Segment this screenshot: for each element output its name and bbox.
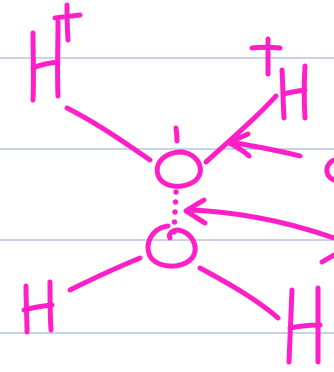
- center-oxygen: [154, 125, 203, 189]
- plus-charge: [249, 36, 283, 77]
- top-right-hydrogen: [249, 36, 308, 121]
- bottom-left-hydrogen: [21, 279, 55, 335]
- h-letter: [30, 19, 61, 103]
- hydrogen-bond: [171, 189, 179, 235]
- bottom-right-hydrogen: [286, 285, 323, 365]
- h-letter: [279, 63, 308, 121]
- minus-charge: [173, 125, 180, 144]
- arrow-head: [183, 197, 208, 226]
- o-letter: [154, 149, 203, 189]
- top-left-hydrogen: [30, 2, 83, 103]
- bond-line: [203, 93, 279, 165]
- bond-line: [67, 255, 143, 293]
- bond-line: [197, 265, 281, 321]
- lower-oxygen: [145, 223, 198, 269]
- arrow-into-center-oxygen: [225, 131, 303, 159]
- arrow-shaft: [227, 139, 303, 159]
- plus-charge: [52, 2, 83, 43]
- arrow-head: [225, 131, 252, 159]
- arrow-shaft: [187, 207, 334, 241]
- partial-line: [319, 252, 334, 265]
- bond-line: [64, 105, 153, 163]
- partial-oxygen: [324, 157, 334, 183]
- arrow-into-hydrogen-bond: [183, 197, 334, 241]
